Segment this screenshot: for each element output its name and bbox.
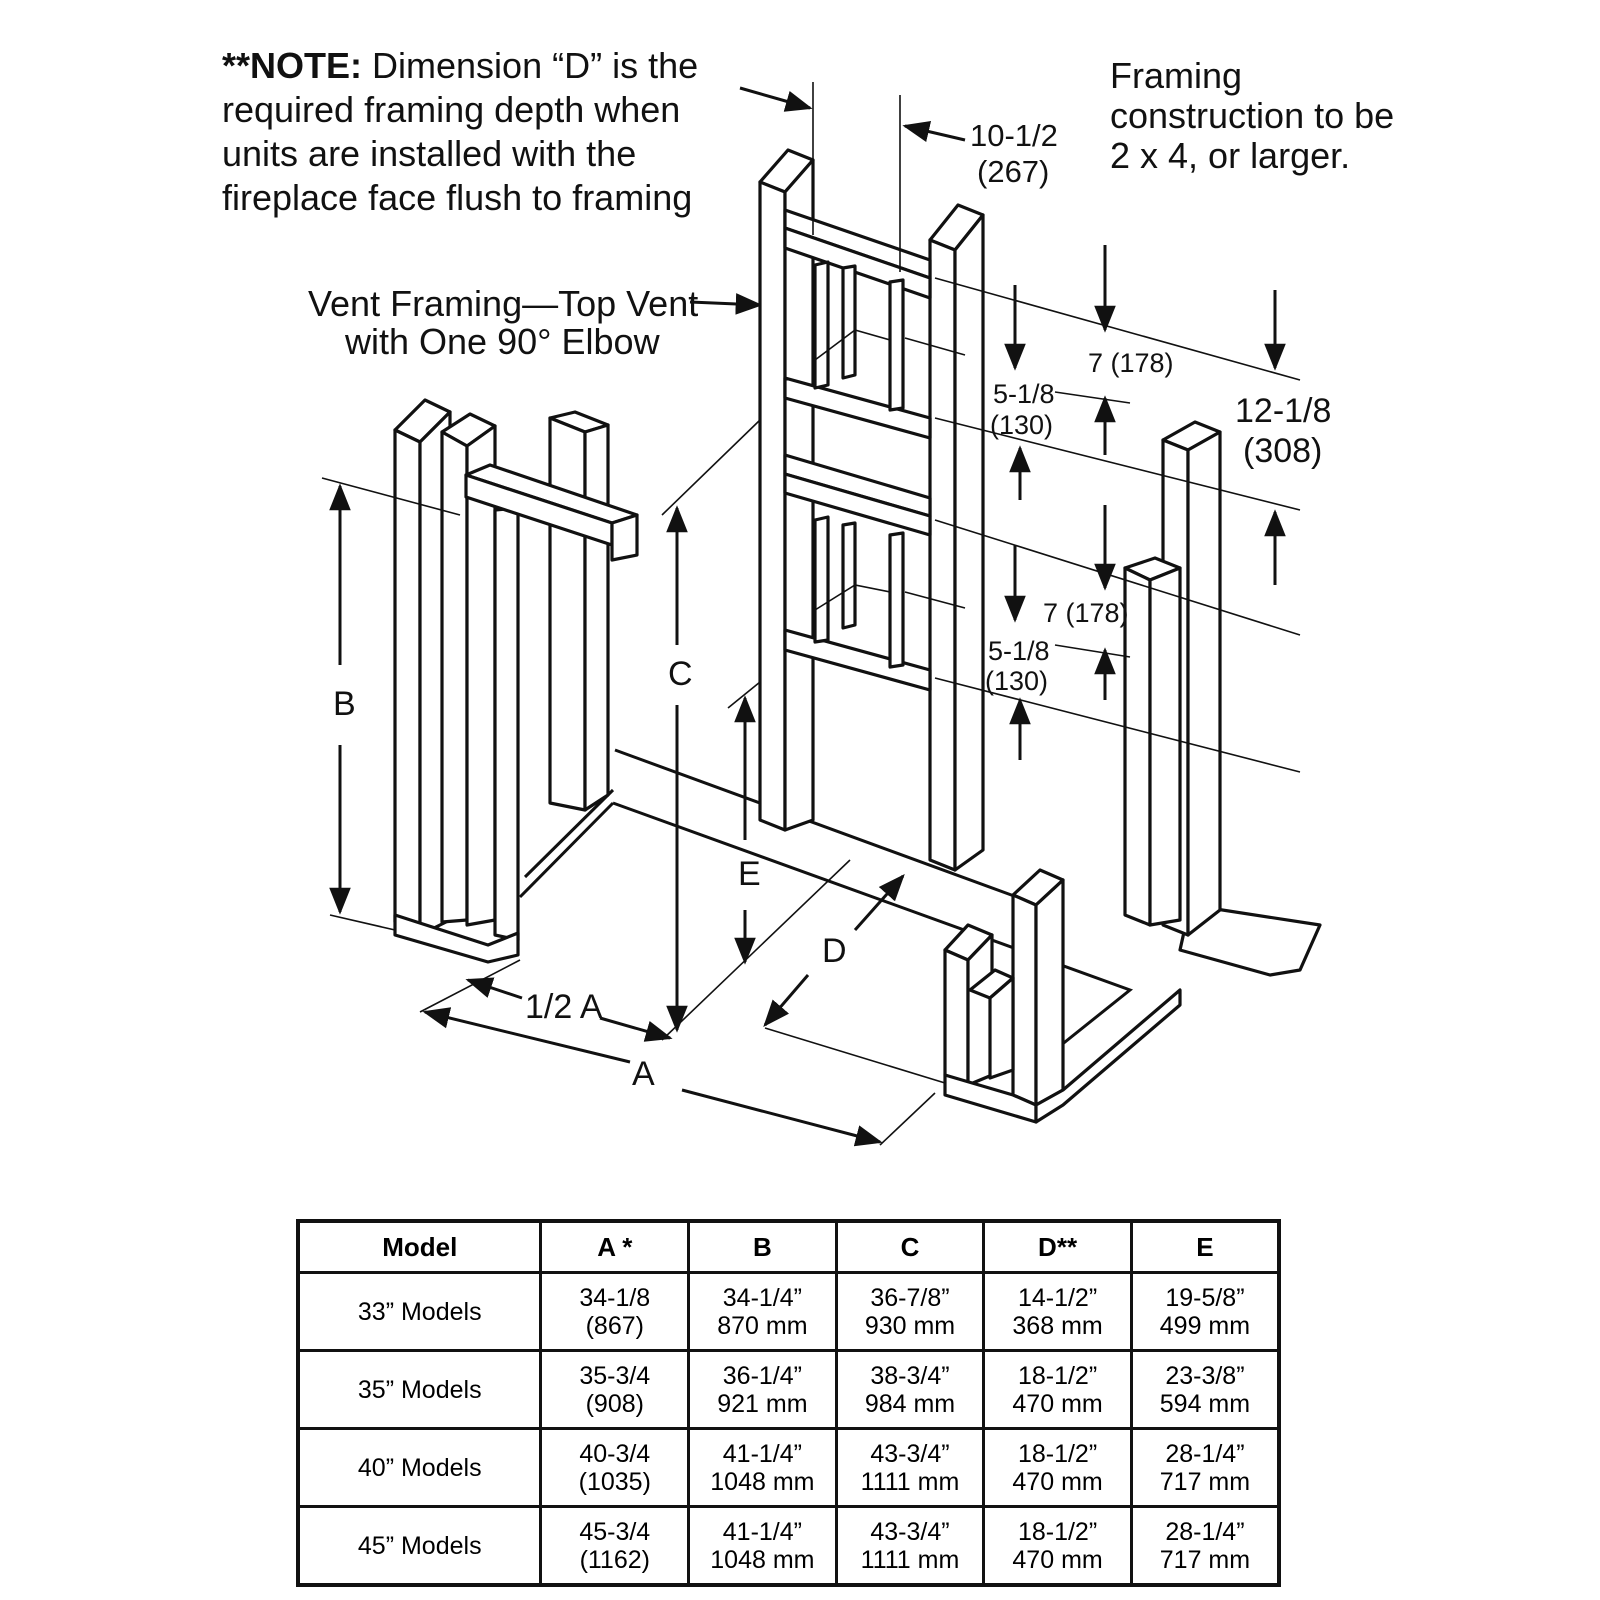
dim-e-label: E (738, 855, 761, 893)
cell-d: 18-1/2”470 mm (982, 1427, 1133, 1508)
framing-note-line-3: 2 x 4, or larger. (1110, 135, 1350, 176)
cell-b: 41-1/4”1048 mm (687, 1427, 838, 1508)
lower-small-metric-label: (130) (985, 666, 1048, 696)
cell-a: 35-3/4(908) (539, 1349, 691, 1430)
model-cell: 35” Models (296, 1349, 543, 1430)
cell-c: 43-3/4”1111 mm (834, 1427, 986, 1508)
dimensions-table: Model A * B C D** E 33” Models 34-1/8(86… (296, 1219, 1281, 1587)
table-row: 45” Models 45-3/4(1162) 41-1/4”1048 mm 4… (296, 1505, 1281, 1587)
cell-c: 36-7/8”930 mm (834, 1271, 986, 1352)
table-row: 33” Models 34-1/8(867) 34-1/4”870 mm 36-… (296, 1271, 1281, 1352)
model-cell: 45” Models (296, 1505, 543, 1587)
dim-c-label: C (668, 655, 693, 693)
cell-a: 40-3/4(1035) (539, 1427, 691, 1508)
framing-note-line-1: Framing (1110, 55, 1242, 96)
upper-small-label: 5-1/8 (993, 379, 1055, 409)
right-wall-framing (943, 420, 1222, 1124)
right-span-label: 12-1/8 (1235, 392, 1331, 430)
top-width-label: 10-1/2 (970, 118, 1058, 153)
header-e: E (1129, 1219, 1281, 1274)
framing-note-line-2: construction to be (1110, 95, 1394, 136)
cell-b: 41-1/4”1048 mm (687, 1505, 838, 1587)
table-header-row: Model A * B C D** E (296, 1219, 1281, 1274)
cell-d: 18-1/2”470 mm (982, 1505, 1133, 1587)
cell-c: 43-3/4”1111 mm (834, 1505, 986, 1587)
right-span-metric-label: (308) (1243, 432, 1322, 470)
model-cell: 33” Models (296, 1271, 543, 1352)
dim-a-label: A (632, 1055, 655, 1093)
cell-c: 38-3/4”984 mm (834, 1349, 986, 1430)
note-line-3: units are installed with the (222, 133, 636, 174)
dim-half-a-label: 1/2 A (525, 988, 603, 1026)
dim-d-label: D (822, 932, 847, 970)
vent-chase-framing (758, 148, 985, 872)
note-line-2: required framing depth when (222, 89, 680, 130)
vent-label-line-1: Vent Framing—Top Vent (308, 283, 698, 324)
cell-e: 28-1/4”717 mm (1129, 1427, 1281, 1508)
cell-a: 34-1/8(867) (539, 1271, 691, 1352)
header-c: C (834, 1219, 986, 1274)
cell-d: 14-1/2”368 mm (982, 1271, 1133, 1352)
cell-b: 34-1/4”870 mm (687, 1271, 838, 1352)
framing-diagram: **NOTE: Dimension “D” is the required fr… (222, 45, 1394, 1147)
model-cell: 40” Models (296, 1427, 543, 1508)
upper-small-metric-label: (130) (990, 410, 1053, 440)
cell-b: 36-1/4”921 mm (687, 1349, 838, 1430)
header-a: A * (539, 1219, 691, 1274)
lower-gap-label: 7 (178) (1043, 598, 1129, 628)
note-line-4: fireplace face flush to framing (222, 177, 692, 218)
cell-e: 23-3/8”594 mm (1129, 1349, 1281, 1430)
table-row: 40” Models 40-3/4(1035) 41-1/4”1048 mm 4… (296, 1427, 1281, 1508)
top-width-metric-label: (267) (977, 154, 1049, 189)
cell-a: 45-3/4(1162) (539, 1505, 691, 1587)
cell-e: 28-1/4”717 mm (1129, 1505, 1281, 1587)
left-wall-framing (393, 398, 639, 964)
dimension-lines (321, 82, 1301, 1147)
lower-small-label: 5-1/8 (988, 636, 1050, 666)
header-d: D** (982, 1219, 1133, 1274)
header-b: B (687, 1219, 838, 1274)
header-model: Model (296, 1219, 543, 1274)
vent-label-line-2: with One 90° Elbow (344, 321, 661, 362)
vent-label-leader (689, 293, 763, 315)
cell-d: 18-1/2”470 mm (982, 1349, 1133, 1430)
dim-b-label: B (333, 685, 356, 723)
cell-e: 19-5/8”499 mm (1129, 1271, 1281, 1352)
upper-gap-label: 7 (178) (1088, 348, 1174, 378)
note-line-1: **NOTE: Dimension “D” is the (222, 45, 698, 86)
table-row: 35” Models 35-3/4(908) 36-1/4”921 mm 38-… (296, 1349, 1281, 1430)
